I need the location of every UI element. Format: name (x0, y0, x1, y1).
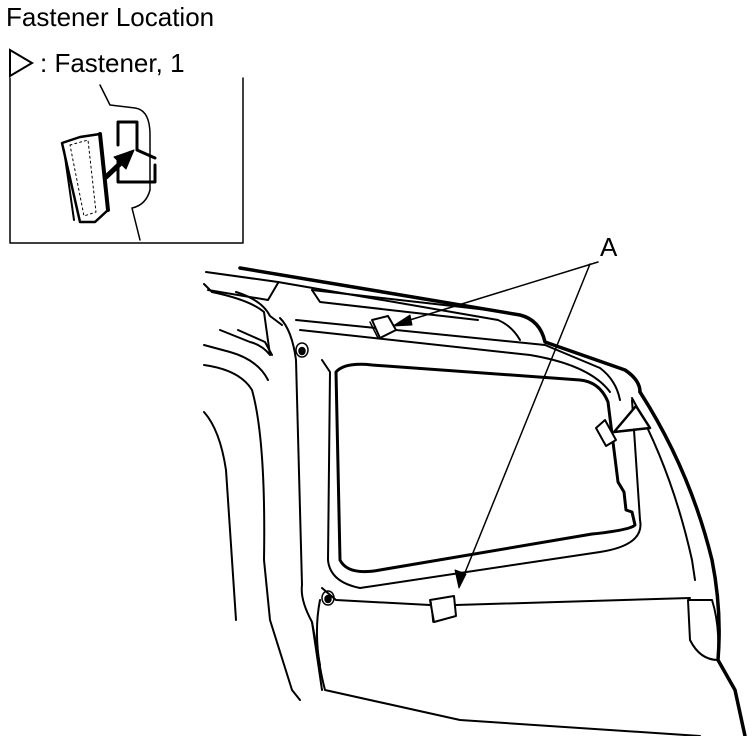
fastener-clip-icon (60, 132, 110, 224)
inset-panel-edge (99, 84, 151, 241)
inset-frame (9, 77, 244, 244)
legend: : Fastener, 1 (6, 46, 185, 80)
fastener-triangle-marker-icon (612, 404, 652, 434)
side-fastener (595, 419, 617, 447)
grommet-upper (295, 342, 309, 358)
grommet-lower (321, 590, 335, 606)
clip-a-upper (369, 315, 397, 339)
callout-a-label: A (600, 232, 618, 262)
callout-a-leaders (392, 261, 599, 589)
diagram-title: Fastener Location (6, 2, 215, 32)
fastener-triangle-icon (9, 48, 34, 78)
insert-arrow-icon (103, 149, 135, 180)
vehicle-body (203, 266, 747, 736)
quarter-window (334, 362, 637, 574)
clip-a-lower (429, 595, 457, 623)
legend-label: : Fastener, 1 (40, 47, 185, 78)
inset-mount-slot (116, 120, 157, 184)
inset-detail (9, 77, 244, 244)
